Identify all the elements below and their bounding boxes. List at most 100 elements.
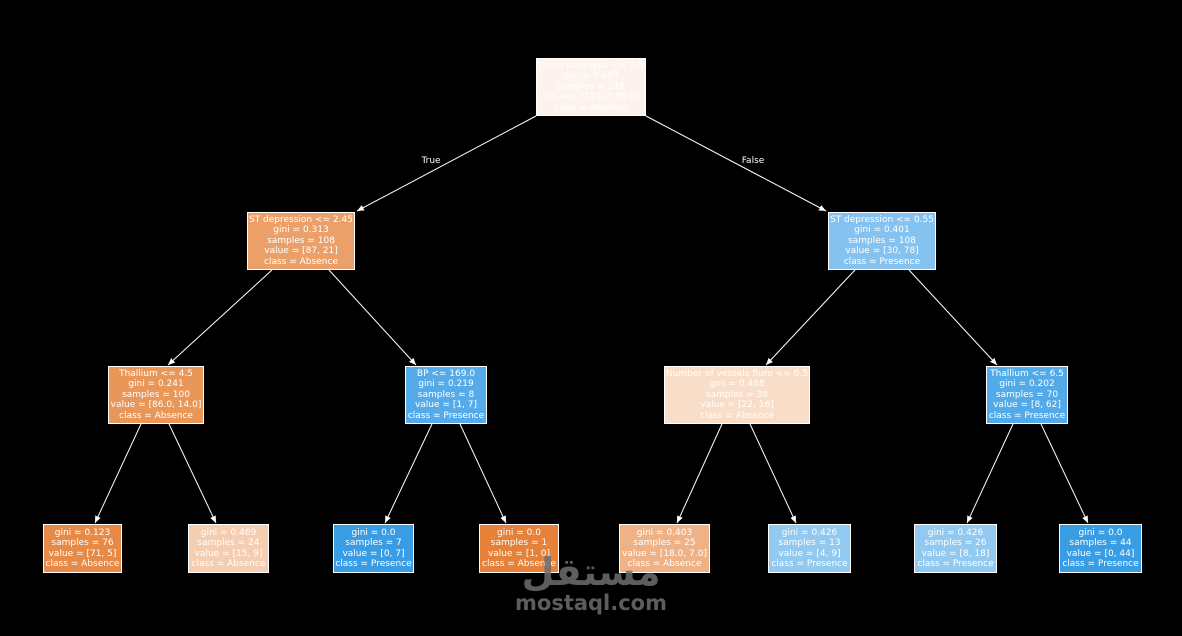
tree-node-line: gini = 0.497 bbox=[563, 71, 619, 82]
tree-node-line: gini = 0.219 bbox=[418, 379, 474, 390]
tree-node-line: class = Presence bbox=[1062, 558, 1139, 569]
tree-node-line: class = Presence bbox=[988, 410, 1066, 421]
tree-edge-n3-l2 bbox=[168, 423, 217, 524]
watermark-logo: مستقل mostaql.com bbox=[515, 552, 667, 614]
tree-node-line: samples = 108 bbox=[267, 235, 335, 246]
tree-node-line: value = [1, 0] bbox=[487, 548, 551, 559]
tree-edge-n6-l8 bbox=[1040, 423, 1089, 524]
tree-node-line: gini = 0.0 bbox=[1078, 527, 1123, 538]
tree-edge-n6-l7 bbox=[966, 423, 1014, 524]
tree-node-line: value = [15, 9] bbox=[194, 548, 263, 559]
tree-node-line: class = Presence bbox=[335, 558, 412, 569]
tree-node-line: Chest pain type <= 3.5 bbox=[537, 60, 645, 71]
tree-node-line: samples = 24 bbox=[197, 538, 260, 549]
tree-node-line: class = Absence bbox=[45, 558, 120, 569]
tree-node-line: value = [0, 7] bbox=[342, 548, 405, 559]
tree-node-line: samples = 25 bbox=[633, 538, 696, 549]
tree-node-line: value = [8, 62] bbox=[993, 400, 1061, 411]
tree-node-line: value = [22, 16] bbox=[700, 400, 774, 411]
tree-edge-n1-n4 bbox=[328, 269, 417, 366]
tree-edge-n2-n5 bbox=[765, 269, 856, 366]
tree-node-line: samples = 76 bbox=[51, 538, 114, 549]
tree-node-line: gini = 0.241 bbox=[128, 379, 184, 390]
edge-label-false: False bbox=[741, 156, 765, 166]
tree-node-line: value = [4, 9] bbox=[778, 548, 841, 559]
tree-node-line: value = [117.0, 99.0] bbox=[542, 92, 640, 103]
tree-node-line: Thallium <= 6.5 bbox=[990, 368, 1064, 379]
tree-node-line: value = [1, 7] bbox=[414, 400, 478, 411]
tree-node-line: class = Presence bbox=[917, 558, 994, 569]
tree-node-line: Thallium <= 4.5 bbox=[119, 368, 193, 379]
tree-node-line: class = Presence bbox=[843, 256, 921, 267]
tree-node-line: gini = 0.403 bbox=[636, 527, 693, 538]
tree-node-line: samples = 108 bbox=[848, 235, 916, 246]
tree-edge-root-n1 bbox=[356, 115, 537, 212]
tree-node-line: samples = 8 bbox=[417, 389, 475, 400]
tree-node-line: ST depression <= 2.45 bbox=[248, 214, 353, 225]
tree-node-line: value = [8, 18] bbox=[921, 548, 990, 559]
tree-node-line: class = Absence bbox=[700, 410, 774, 421]
tree-node-line: gini = 0.401 bbox=[854, 225, 910, 236]
tree-node-line: gini = 0.0 bbox=[351, 527, 396, 538]
tree-edge-n5-l5 bbox=[676, 423, 723, 524]
tree-node-line: gini = 0.202 bbox=[999, 379, 1055, 390]
tree-node-line: class = Presence bbox=[407, 410, 485, 421]
tree-node-line: gini = 0.426 bbox=[927, 527, 984, 538]
tree-node-line: samples = 216 bbox=[557, 81, 625, 92]
tree-node-line: samples = 7 bbox=[345, 538, 402, 549]
tree-node-line: gini = 0.0 bbox=[497, 527, 541, 538]
tree-node-line: class = Presence bbox=[771, 558, 848, 569]
tree-edge-root-n2 bbox=[645, 115, 827, 212]
watermark-latin: mostaql.com bbox=[515, 591, 667, 615]
tree-node-line: samples = 44 bbox=[1069, 538, 1132, 549]
tree-node-line: gini = 0.123 bbox=[54, 527, 111, 538]
tree-node-line: value = [86.0, 14.0] bbox=[110, 400, 202, 411]
tree-node-line: value = [71, 5] bbox=[48, 548, 117, 559]
tree-edge-n3-l1 bbox=[94, 423, 142, 524]
tree-node-line: gini = 0.426 bbox=[781, 527, 838, 538]
tree-node-line: samples = 70 bbox=[995, 389, 1059, 400]
tree-node-line: gini = 0.488 bbox=[709, 379, 765, 390]
tree-node-line: BP <= 169.0 bbox=[416, 368, 476, 379]
tree-edge-n1-n3 bbox=[167, 269, 273, 366]
tree-node-line: Number of vessels fluro <= 0.5 bbox=[666, 368, 808, 379]
tree-node-line: class = Absence bbox=[264, 256, 338, 267]
edge-label-true: True bbox=[421, 156, 441, 166]
tree-node-line: value = [18.0, 7.0] bbox=[622, 548, 707, 559]
tree-edge-n2-n6 bbox=[908, 269, 998, 366]
tree-node-line: ST depression <= 0.55 bbox=[829, 214, 934, 225]
tree-node-line: class = Absence bbox=[554, 102, 628, 113]
tree-node-line: gini = 0.469 bbox=[200, 527, 257, 538]
tree-node-line: samples = 13 bbox=[778, 538, 841, 549]
tree-node-line: value = [87, 21] bbox=[264, 246, 338, 257]
tree-node-line: class = Absence bbox=[482, 558, 556, 569]
tree-node-line: gini = 0.313 bbox=[273, 225, 329, 236]
tree-edge-n4-l4 bbox=[459, 423, 507, 524]
tree-edge-n4-l3 bbox=[384, 423, 433, 524]
tree-node-line: class = Absence bbox=[191, 558, 266, 569]
tree-node-line: class = Absence bbox=[119, 410, 193, 421]
tree-edge-n5-l6 bbox=[749, 423, 797, 524]
tree-node-line: samples = 1 bbox=[490, 538, 548, 549]
tree-node-line: value = [30, 78] bbox=[845, 246, 919, 257]
watermark-arabic: مستقل bbox=[521, 550, 661, 594]
tree-node-line: samples = 26 bbox=[924, 538, 987, 549]
tree-node-line: class = Absence bbox=[627, 558, 702, 569]
tree-node-line: samples = 38 bbox=[705, 389, 769, 400]
